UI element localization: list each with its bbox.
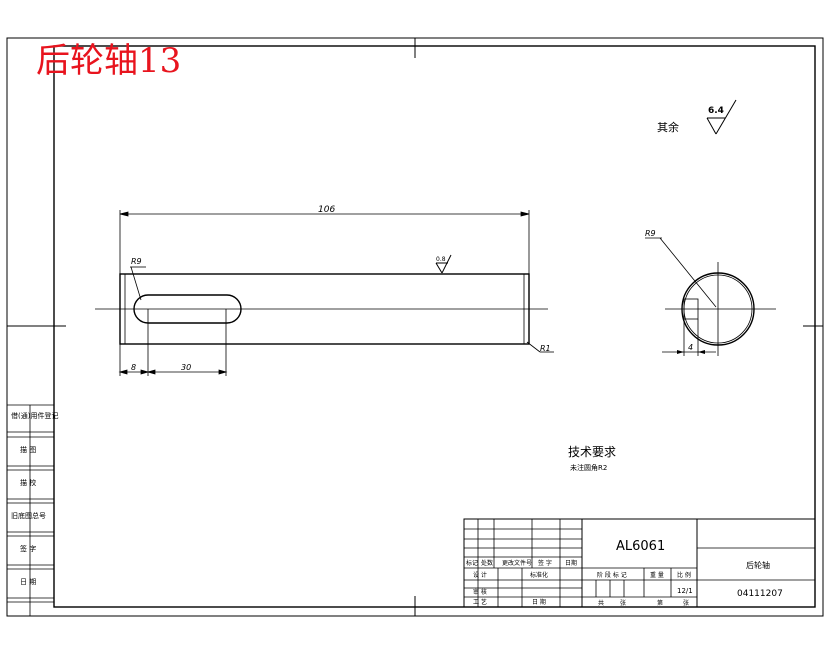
sheet-label-2: 张 — [620, 599, 626, 607]
outer-frame — [6, 37, 824, 617]
rev-header-5: 日期 — [565, 559, 577, 567]
dim-section-depth-text: 4 — [688, 343, 693, 352]
rev-header-2: 处数 — [481, 559, 493, 567]
dim-slot-radius-text: R9 — [131, 257, 142, 266]
roughness-symbol-icon — [706, 99, 737, 135]
stage-header-3: 比 例 — [677, 571, 691, 579]
row-label-date: 日 期 — [532, 598, 546, 606]
scale-text: 12/1 — [677, 587, 693, 595]
side-label-2: 描 图 — [20, 445, 36, 454]
sheet-label-4: 张 — [683, 599, 689, 607]
dim-offset-text: 8 — [131, 363, 136, 372]
drawing-title: 后轮轴13 — [36, 41, 181, 81]
shaft-front-view — [95, 254, 548, 345]
row-label-design: 设 计 — [473, 571, 487, 579]
sheet-label-1: 共 — [598, 599, 604, 607]
rev-header-3: 更改文件号 — [502, 559, 532, 567]
part-name-text: 后轮轴 — [746, 560, 770, 570]
dim-section-radius-text: R9 — [645, 229, 656, 238]
dim-slot-radius — [130, 266, 146, 301]
dim-overall-length — [119, 210, 530, 274]
drawing-number-text: 04111207 — [737, 589, 783, 599]
dim-slot-position — [118, 309, 228, 376]
side-table — [6, 404, 54, 616]
row-label-process: 工 艺 — [473, 598, 487, 606]
rev-header-4: 签 字 — [538, 559, 552, 567]
sheet-label-3: 第 — [657, 599, 663, 607]
dim-end-radius — [526, 341, 554, 353]
title-block — [463, 518, 816, 608]
roughness-other-label: 其余 — [657, 120, 679, 134]
row-label-standard: 标准化 — [530, 571, 548, 579]
dim-overall-length-text: 106 — [318, 205, 335, 215]
side-label-4: 旧底图总号 — [11, 511, 46, 520]
dim-slot-length-text: 30 — [181, 363, 191, 372]
side-label-5: 签 字 — [20, 544, 36, 553]
side-label-6: 日 期 — [20, 578, 36, 586]
side-label-3: 描 校 — [20, 478, 36, 487]
surface-roughness-value: 0.8 — [436, 256, 446, 263]
centering-marks — [7, 38, 823, 616]
row-label-review: 审 核 — [473, 588, 487, 596]
stage-header-2: 重 量 — [650, 571, 664, 579]
inner-frame — [53, 45, 816, 608]
dim-end-radius-text: R1 — [540, 344, 551, 353]
notes-item: 未注圆角R2 — [570, 463, 607, 472]
rev-header-1: 标记 — [466, 559, 478, 567]
notes-heading: 技术要求 — [568, 445, 616, 459]
side-label-1: 借(通)用件登记 — [11, 411, 58, 420]
material-text: AL6061 — [616, 539, 665, 554]
stage-header-1: 阶 段 标 记 — [597, 571, 627, 579]
shaft-section-view — [645, 237, 776, 356]
roughness-other-value: 6.4 — [708, 106, 724, 116]
